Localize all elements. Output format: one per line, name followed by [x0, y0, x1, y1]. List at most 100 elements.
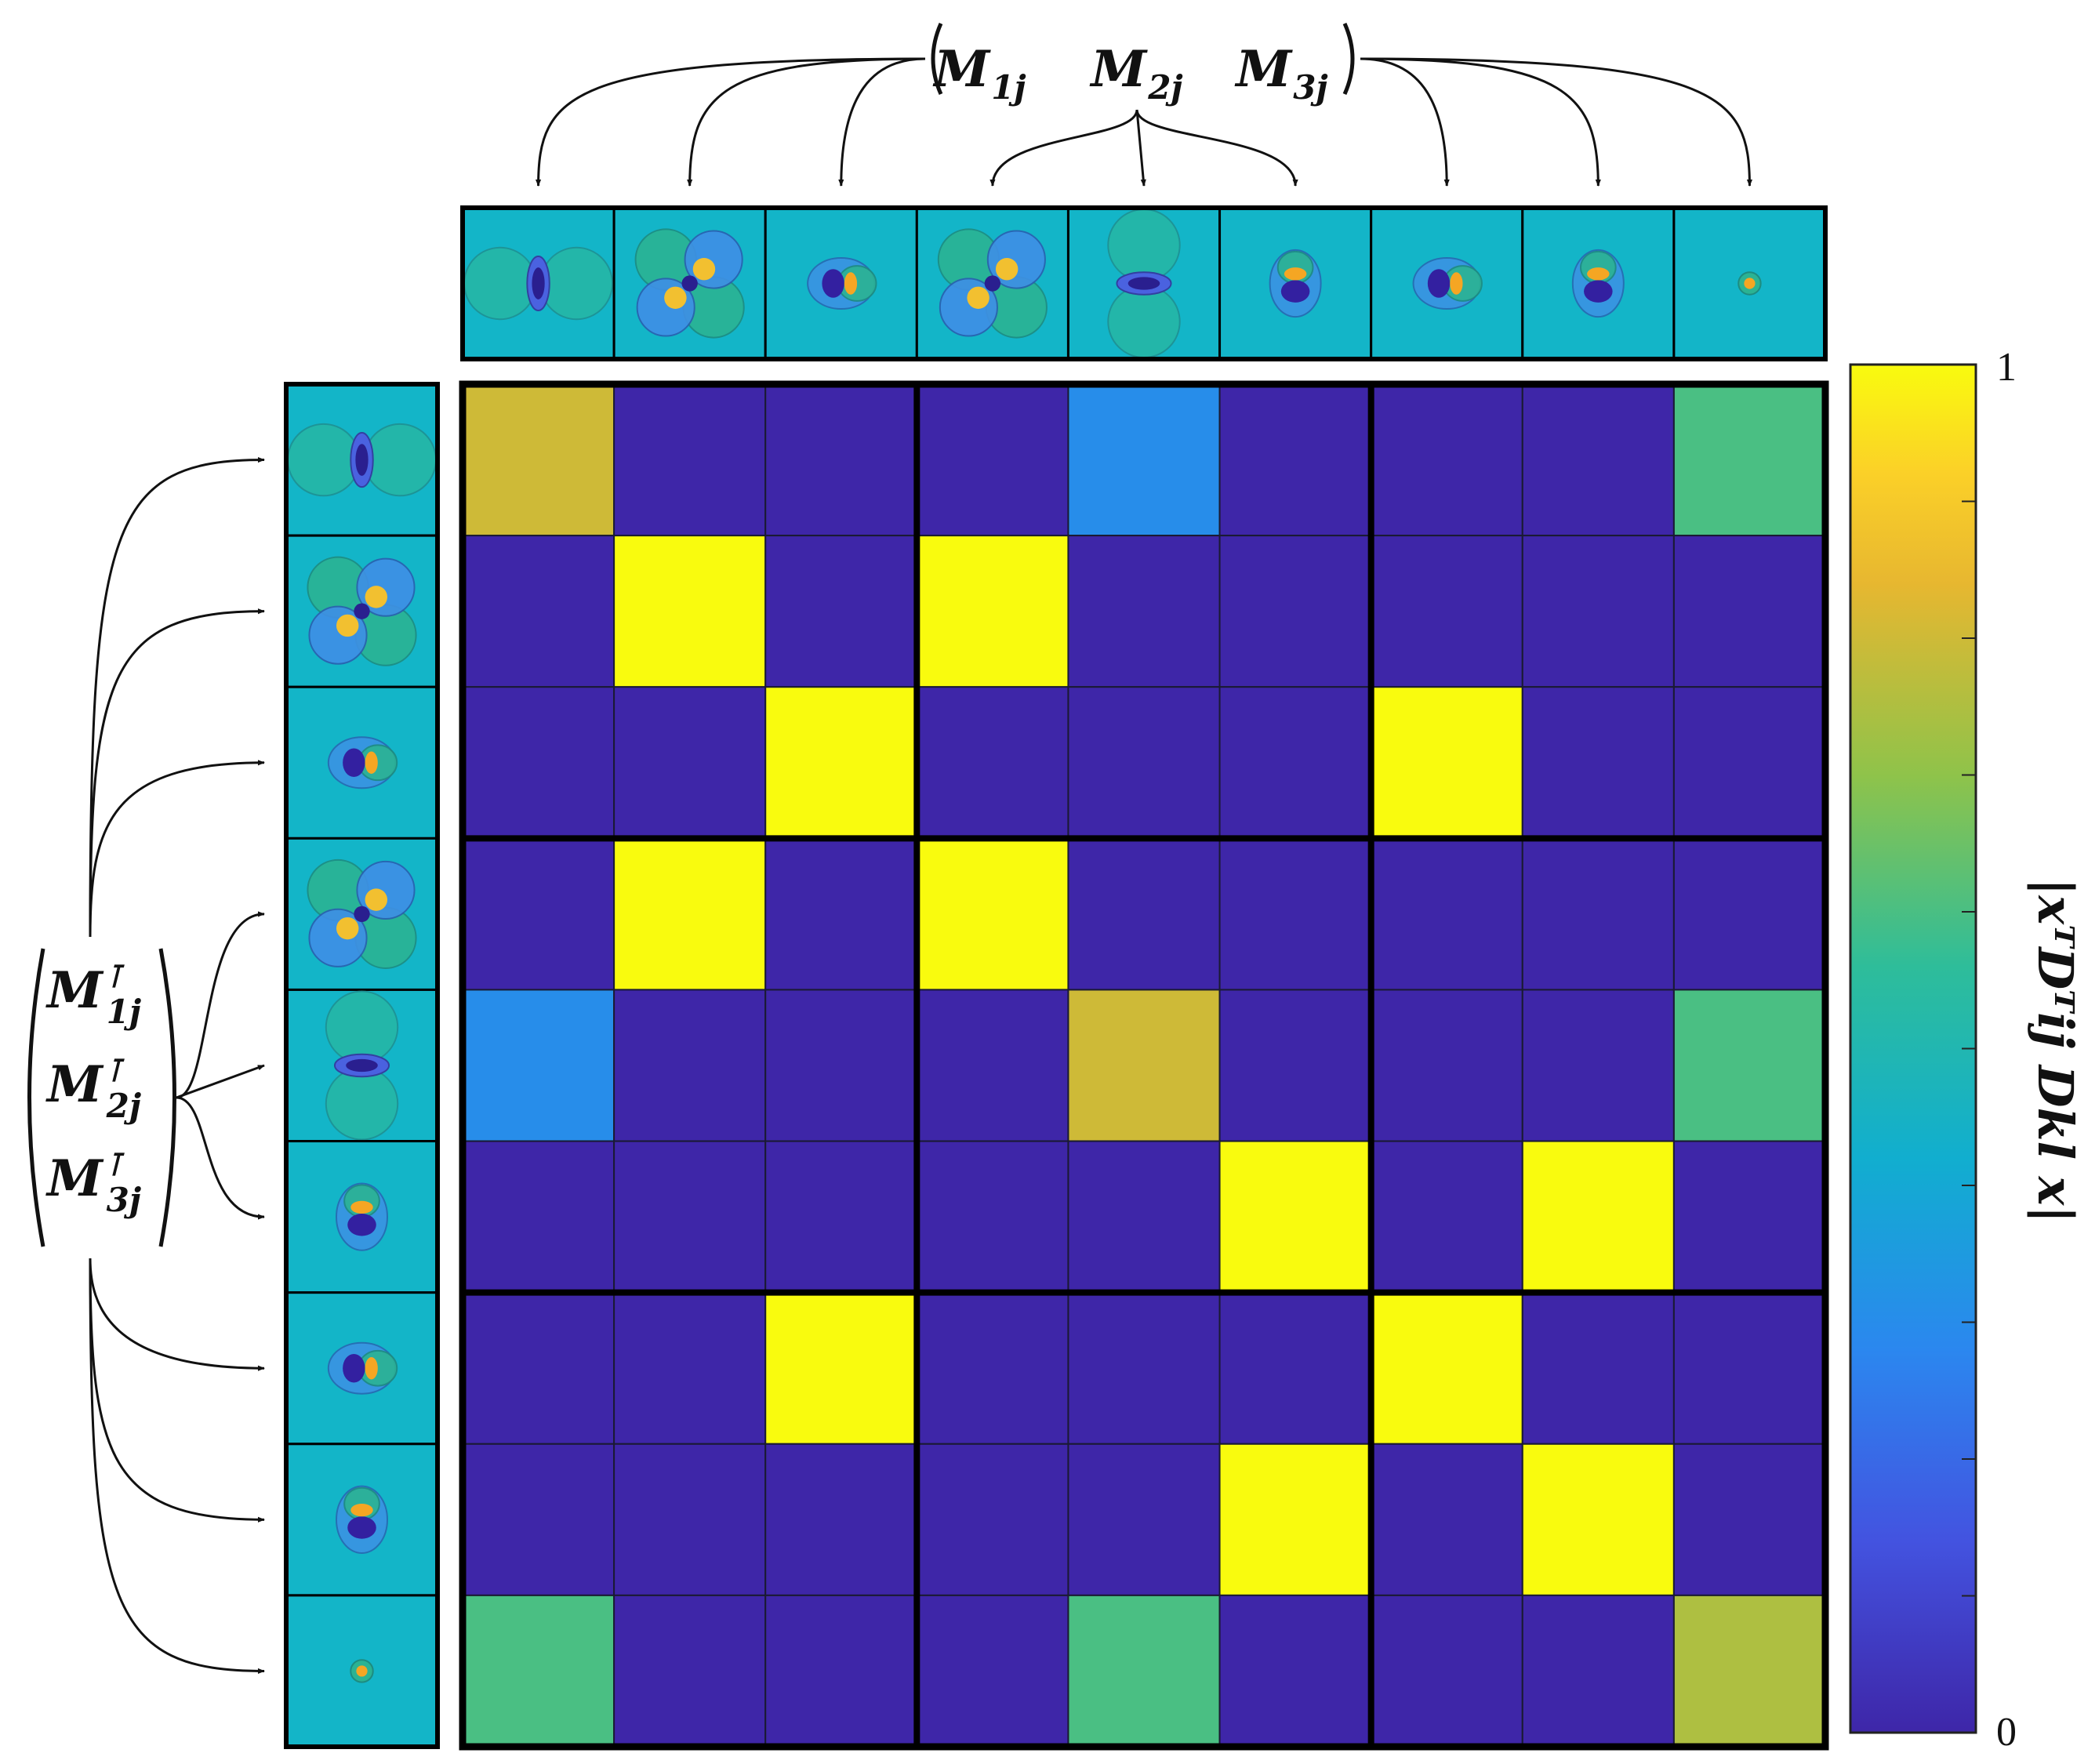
heatmap-cell: [1672, 837, 1827, 991]
heatmap-cell: [916, 535, 1069, 688]
heatmap-cell: [916, 1443, 1069, 1596]
heatmap-cell: [462, 1443, 615, 1596]
basis-icon-top: [1672, 206, 1827, 361]
heatmap-cell: [764, 989, 918, 1142]
heatmap-cell: [764, 1291, 918, 1445]
colorbar: 10|xᵀDᵀij Dkl x|: [1849, 345, 2077, 1755]
heatmap-cell: [613, 383, 767, 537]
basis-icon-left: [285, 1291, 439, 1446]
heatmap-cell: [1370, 686, 1523, 840]
heatmap-cell: [1067, 535, 1221, 688]
left-arrow: [176, 911, 265, 1099]
top-arrows: [535, 57, 1753, 187]
left-arrow: [89, 1258, 265, 1371]
heatmap-cell: [1218, 686, 1372, 840]
basis-icon-left: [285, 383, 439, 537]
colorbar-scale: [1849, 363, 1977, 1734]
left-basis-icons: [284, 382, 440, 1749]
heatmap-cell: [1521, 1291, 1675, 1445]
heatmap-cell: [916, 383, 1069, 537]
heatmap-cell: [1672, 989, 1827, 1142]
colorbar-min-label: 0: [1996, 1710, 2017, 1755]
basis-icon-top: [1521, 206, 1676, 361]
top-paren-right: [1342, 22, 1355, 96]
heatmap-cell: [1067, 1443, 1221, 1596]
heatmap-cell: [1521, 1594, 1675, 1748]
left-arrow: [89, 456, 265, 938]
heatmap-cell: [462, 535, 615, 688]
basis-icon-top: [764, 206, 918, 361]
basis-icon-left: [285, 1140, 439, 1294]
heatmap-cell: [1521, 1140, 1675, 1294]
heatmap-cell: [1218, 989, 1372, 1142]
left-arrow: [89, 608, 265, 938]
heatmap-cell: [613, 837, 767, 991]
left-paren-right: [158, 948, 176, 1247]
heatmap-cell: [764, 383, 918, 537]
basis-icon-left: [285, 534, 439, 688]
heatmap-cell: [1218, 1291, 1372, 1445]
heatmap-cell: [1067, 686, 1221, 840]
heatmap-cell: [1067, 1594, 1221, 1748]
heatmap-cell: [1067, 383, 1221, 537]
heatmap-cell: [1218, 837, 1372, 991]
heatmap-cell: [1672, 1443, 1827, 1596]
top-arrow: [687, 57, 926, 187]
heatmap-cell: [1218, 1443, 1372, 1596]
basis-icon-left: [285, 837, 439, 991]
heatmap-cell: [1672, 383, 1827, 537]
heatmap-cell: [764, 1594, 918, 1748]
top-label: M1j: [932, 40, 1026, 107]
basis-icon-top: [915, 206, 1069, 361]
heatmap-cell: [1521, 535, 1675, 688]
basis-icon-left: [285, 988, 439, 1143]
heatmap-cell: [1067, 1140, 1221, 1294]
heatmap-cell: [1370, 1443, 1523, 1596]
heatmap-cell: [916, 1594, 1069, 1748]
heatmap-cell: [764, 1140, 918, 1294]
heatmap-cell: [1672, 535, 1827, 688]
top-basis-icons: [460, 205, 1828, 361]
heatmap-cell: [462, 686, 615, 840]
heatmap-cell: [764, 1443, 918, 1596]
heatmap-cell: [916, 1140, 1069, 1294]
heatmap-cell: [1521, 1443, 1675, 1596]
heatmap-cell: [613, 989, 767, 1142]
heatmap-cell: [1370, 1140, 1523, 1294]
heatmap-cell: [1672, 1594, 1827, 1748]
left-label: M⊺3j: [45, 1146, 141, 1219]
basis-icon-top: [461, 206, 615, 361]
left-label: M⊺2j: [45, 1052, 141, 1125]
heatmap-grid: [459, 380, 1829, 1751]
heatmap-cell: [1672, 1140, 1827, 1294]
heatmap-cell: [1370, 383, 1523, 537]
top-arrow: [1135, 109, 1146, 187]
heatmap-cell: [1370, 1291, 1523, 1445]
heatmap-cell: [1067, 989, 1221, 1142]
heatmap-cell: [613, 1291, 767, 1445]
top-arrow: [1135, 109, 1298, 187]
top-arrow: [1360, 57, 1450, 187]
heatmap-cell: [1370, 837, 1523, 991]
left-label-group: M⊺1jM⊺2jM⊺3j: [27, 948, 176, 1247]
left-arrow: [89, 1258, 265, 1523]
basis-icon-top: [612, 206, 767, 361]
left-paren-left: [27, 948, 45, 1247]
colorbar-label: |xᵀDᵀij Dkl x|: [2027, 878, 2077, 1223]
top-arrow: [1360, 57, 1601, 187]
heatmap-cell: [916, 686, 1069, 840]
heatmap-cell: [1218, 383, 1372, 537]
top-label: M2j: [1089, 40, 1182, 107]
heatmap-cell: [613, 686, 767, 840]
heatmap-cell: [1218, 535, 1372, 688]
top-arrow: [535, 57, 926, 187]
heatmap-cell: [462, 989, 615, 1142]
heatmap-cell: [916, 989, 1069, 1142]
heatmap-cell: [1672, 686, 1827, 840]
heatmap-cell: [613, 1594, 767, 1748]
heatmap-cell: [1521, 837, 1675, 991]
heatmap-cell: [1370, 1594, 1523, 1748]
basis-icon-top: [1218, 206, 1373, 361]
